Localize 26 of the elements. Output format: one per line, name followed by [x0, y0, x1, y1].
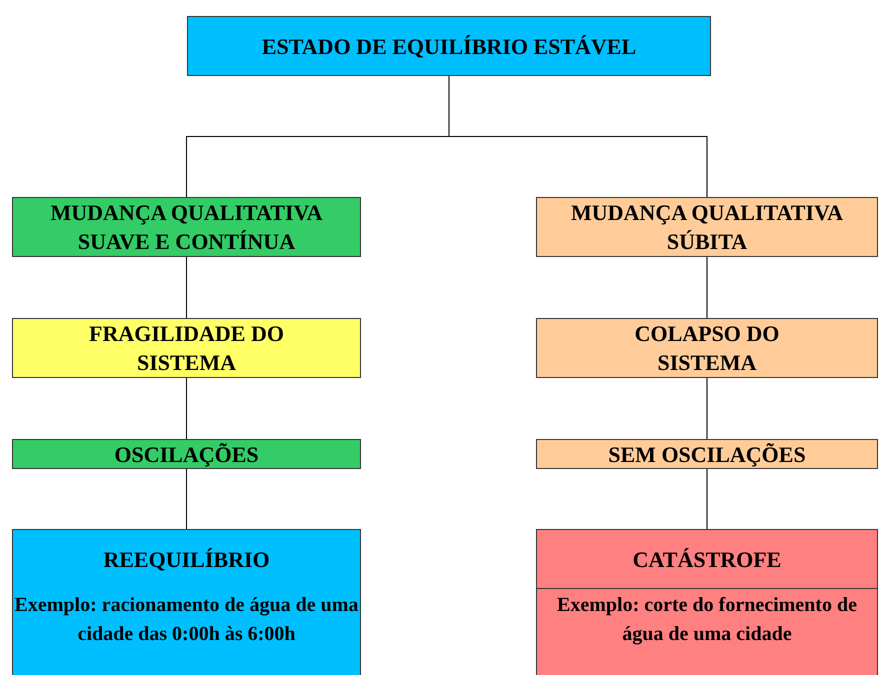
example-text: Exemplo: corte do fornecimento de água de uma cidade [556, 593, 858, 647]
box-title: SEM OSCILAÇÕES [608, 440, 806, 468]
process-box [12, 197, 361, 257]
process-box [12, 529, 361, 675]
example-text: Exemplo: racionamento de água de uma cidade das 0:00h às 6:00h [14, 593, 360, 647]
box-title: REEQUILÍBRIO [102, 546, 271, 574]
box-title: FRAGILIDADE DO SISTEMA [88, 320, 285, 377]
connector-line [706, 378, 708, 440]
box-title: COLAPSO DO SISTEMA [634, 320, 780, 377]
process-box [12, 439, 361, 469]
box-title: ESTADO DE EQUILÍBRIO ESTÁVEL [262, 32, 636, 60]
box-title: MUDANÇA QUALITATIVA SÚBITA [570, 199, 844, 256]
connector-line [706, 256, 708, 318]
process-box [536, 318, 878, 378]
connector-line [186, 378, 187, 440]
connector-line [706, 468, 708, 530]
process-box [12, 318, 361, 378]
box-title: CATÁSTROFE [537, 530, 877, 589]
box-title: OSCILAÇÕES [114, 440, 259, 468]
process-box [536, 529, 878, 675]
process-box [536, 197, 878, 257]
connector-line [186, 468, 187, 530]
box-title: MUDANÇA QUALITATIVA SUAVE E CONTÍNUA [50, 199, 324, 256]
process-box [187, 16, 711, 76]
connector-line [186, 256, 187, 318]
process-box [536, 439, 878, 469]
